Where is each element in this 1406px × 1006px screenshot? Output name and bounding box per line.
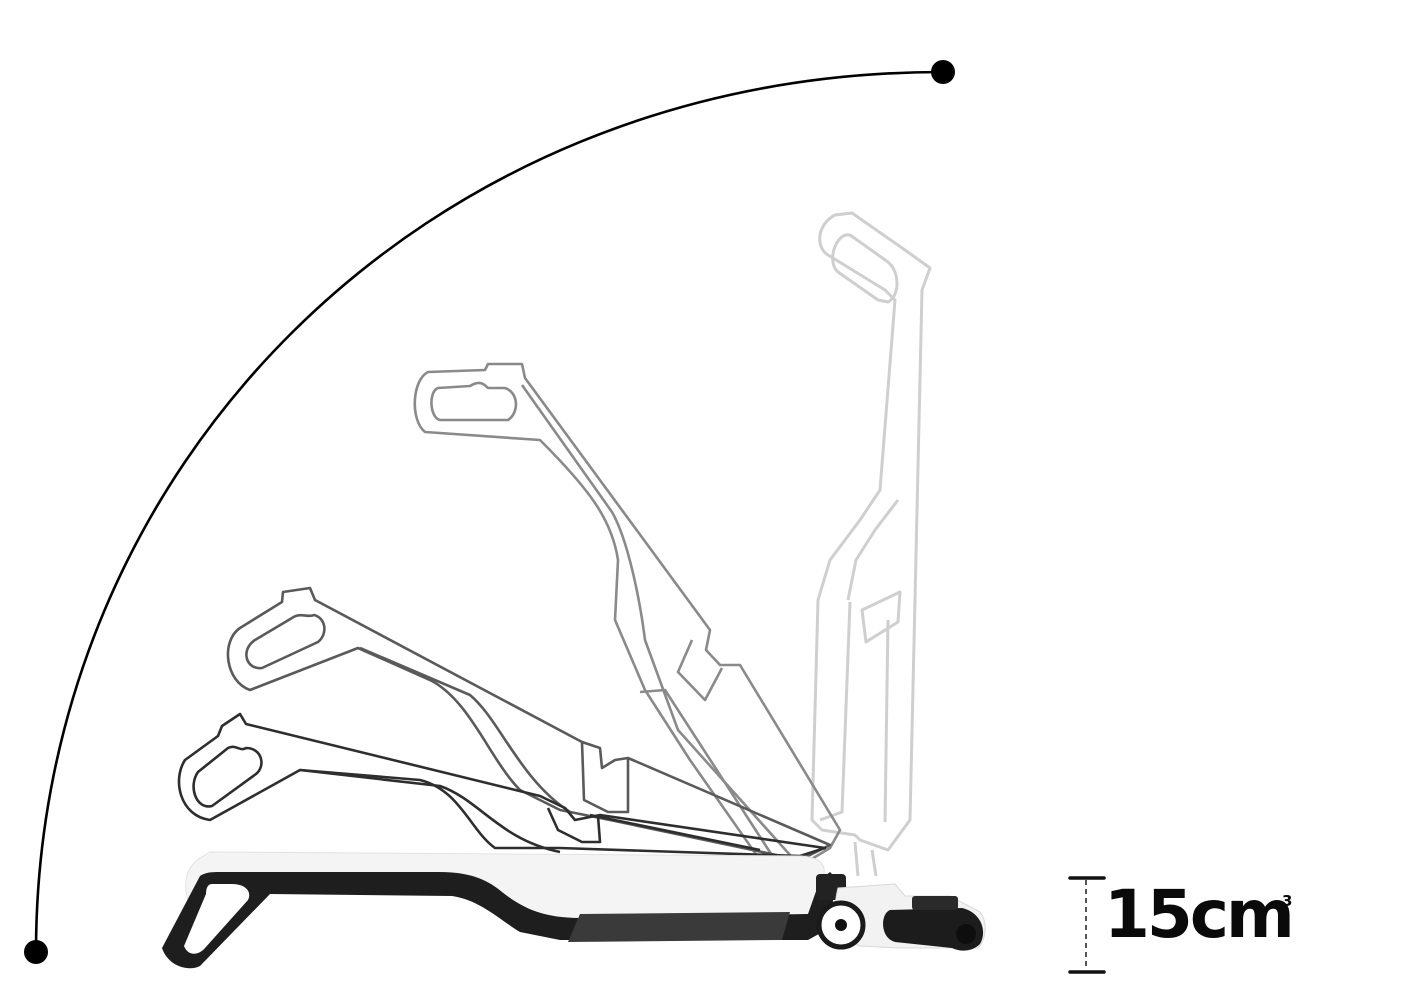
height-bracket-icon: [1068, 876, 1106, 974]
vacuum-outline-tilted-high: [413, 362, 842, 862]
dust-bin: [568, 912, 790, 942]
brush-roller-end: [956, 924, 976, 944]
recline-arc: [24, 60, 955, 964]
height-value: 15cm: [1104, 876, 1295, 953]
height-measurement: 15cm 3: [1066, 872, 1326, 982]
arc-start-dot: [24, 940, 48, 964]
height-superscript: 3: [1282, 892, 1293, 910]
vacuum-outline-tilted-low: [177, 712, 827, 858]
arc-end-dot: [931, 60, 955, 84]
wheel-hub: [835, 919, 847, 931]
vacuum-flat: [162, 851, 986, 969]
grip-hole: [184, 884, 250, 954]
vacuum-outline-tilted-mid: [226, 586, 832, 862]
vacuum-outline-upright: [810, 211, 932, 877]
floor-head-top: [912, 896, 958, 910]
